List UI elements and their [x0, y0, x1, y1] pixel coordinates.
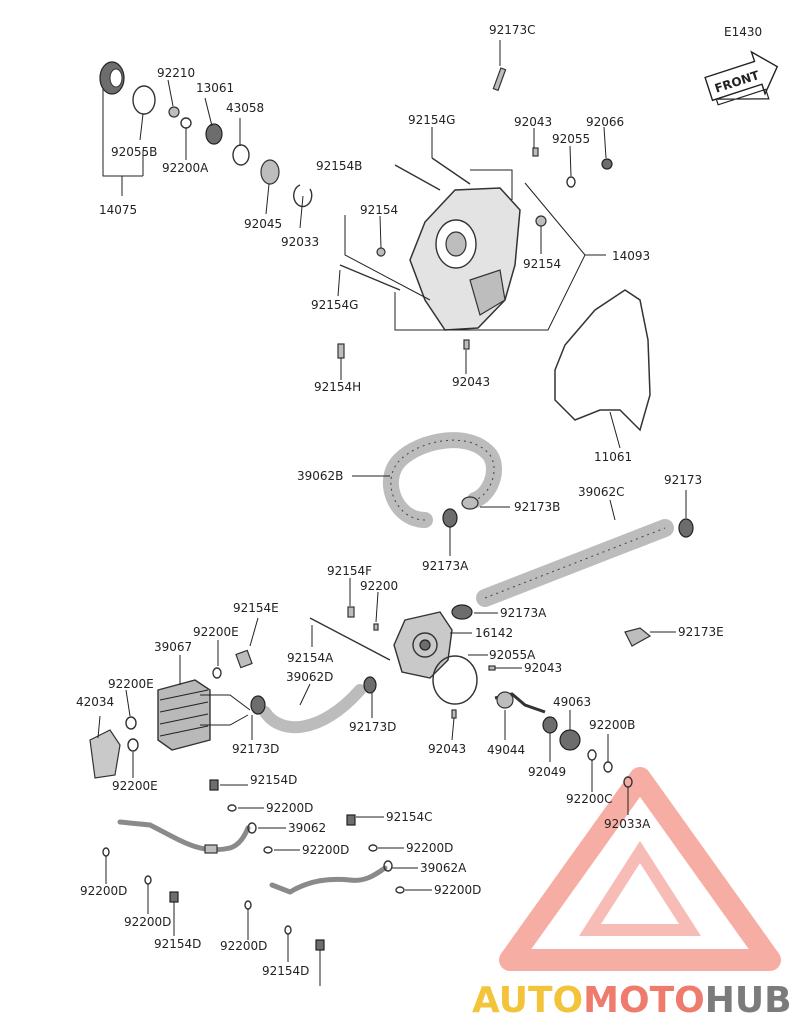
part-label-92154d: 92154D	[154, 937, 201, 951]
bracket-42034	[89, 729, 121, 779]
circlip-92033	[293, 184, 313, 208]
part-label-92055b: 92055B	[111, 145, 157, 159]
part-label-39062b: 39062B	[297, 469, 343, 483]
part-shapes-top-left	[99, 61, 313, 208]
part-label-16142: 16142	[475, 626, 513, 640]
part-label-92154: 92154	[523, 257, 561, 271]
part-label-92173d: 92173D	[349, 720, 396, 734]
part-label-92154d: 92154D	[262, 964, 309, 978]
part-label-92200d: 92200D	[434, 883, 481, 897]
part-label-92173: 92173	[664, 473, 702, 487]
part-label-92049: 92049	[528, 765, 566, 779]
front-arrow-icon: FRONT	[704, 50, 779, 106]
part-label-92154f: 92154F	[327, 564, 372, 578]
part-label-92154e: 92154E	[233, 601, 279, 615]
diagram-code: E1430	[724, 25, 762, 39]
part-label-92173a: 92173A	[422, 559, 469, 573]
part-label-92173e: 92173E	[678, 625, 724, 639]
part-label-92154b: 92154B	[316, 159, 362, 173]
pipe-39062	[117, 819, 251, 853]
watermark-word-auto: AUTO	[472, 980, 583, 1021]
part-label-92055: 92055	[552, 132, 590, 146]
part-label-92173a: 92173A	[500, 606, 547, 620]
nut-92210	[168, 106, 180, 118]
part-label-14075: 14075	[99, 203, 137, 217]
part-label-49044: 49044	[487, 743, 525, 757]
o-ring-92055b	[132, 85, 156, 115]
leader-lines	[97, 40, 687, 986]
part-label-92200d: 92200D	[266, 801, 313, 815]
part-label-92210: 92210	[157, 66, 195, 80]
part-label-92200e: 92200E	[193, 625, 239, 639]
part-label-92154a: 92154A	[287, 651, 334, 665]
part-label-92200e: 92200E	[108, 677, 154, 691]
part-label-92055a: 92055A	[489, 648, 536, 662]
part-label-39062a: 39062A	[420, 861, 467, 875]
part-label-14093: 14093	[612, 249, 650, 263]
part-label-92200b: 92200B	[589, 718, 635, 732]
part-label-92045: 92045	[244, 217, 282, 231]
hose-39062b	[383, 432, 502, 528]
part-label-39062c: 39062C	[578, 485, 625, 499]
part-label-92200d: 92200D	[220, 939, 267, 953]
seal-92045	[260, 159, 280, 185]
part-label-92200a: 92200A	[162, 161, 209, 175]
part-label-92173c: 92173C	[489, 23, 536, 37]
part-label-11061: 11061	[594, 450, 632, 464]
watermark-word-hub: HUB	[705, 980, 792, 1021]
part-label-92033: 92033	[281, 235, 319, 249]
part-label-92154g: 92154G	[408, 113, 455, 127]
part-label-92154c: 92154C	[386, 810, 433, 824]
part-label-92043: 92043	[428, 742, 466, 756]
watermark-word-moto: MOTO	[583, 980, 705, 1021]
part-label-92154d: 92154D	[250, 773, 297, 787]
hose-39062d	[259, 684, 366, 734]
part-label-92200e: 92200E	[112, 779, 158, 793]
bearing-13061	[205, 123, 223, 145]
part-label-92173b: 92173B	[514, 500, 560, 514]
part-shapes-cooler	[89, 649, 253, 779]
watermark-triangle	[499, 767, 781, 971]
seal-92049	[542, 716, 558, 734]
part-label-92043: 92043	[452, 375, 490, 389]
part-label-42034: 42034	[76, 695, 114, 709]
part-label-92200c: 92200C	[566, 792, 613, 806]
part-label-92200d: 92200D	[80, 884, 127, 898]
part-label-92200d: 92200D	[302, 843, 349, 857]
part-label-92173d: 92173D	[232, 742, 279, 756]
part-label-39067: 39067	[154, 640, 192, 654]
part-label-39062: 39062	[288, 821, 326, 835]
part-shapes-pump	[309, 606, 633, 788]
watermark-inner-triangle	[579, 840, 701, 936]
part-shapes-cover	[337, 67, 651, 432]
part-label-39062d: 39062D	[286, 670, 333, 684]
part-shapes-hoses	[250, 432, 694, 734]
impeller-49063	[559, 729, 581, 751]
part-label-92200: 92200	[360, 579, 398, 593]
gasket-11061	[554, 289, 651, 432]
part-label-92154: 92154	[360, 203, 398, 217]
part-label-92154g: 92154G	[311, 298, 358, 312]
o-ring-43058	[232, 144, 250, 166]
pipe-39062a	[269, 865, 388, 895]
washer-92200a	[180, 117, 192, 129]
watermark: AUTOMOTOHUB	[472, 767, 792, 1021]
part-label-92043: 92043	[524, 661, 562, 675]
part-label-92200d: 92200D	[406, 841, 453, 855]
part-label-92033a: 92033A	[604, 817, 651, 831]
part-label-13061: 13061	[196, 81, 234, 95]
part-label-43058: 43058	[226, 101, 264, 115]
part-label-92200d: 92200D	[124, 915, 171, 929]
part-label-92154h: 92154H	[314, 380, 361, 394]
part-label-92066: 92066	[586, 115, 624, 129]
watermark-text: AUTOMOTOHUB	[472, 980, 792, 1021]
part-label-92043: 92043	[514, 115, 552, 129]
o-ring-92055a	[432, 655, 478, 705]
part-label-49063: 49063	[553, 695, 591, 709]
